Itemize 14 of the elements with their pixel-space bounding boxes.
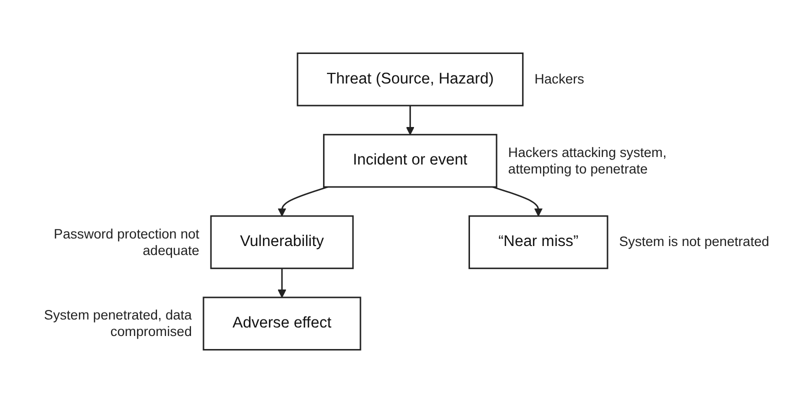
- annotation-text: Password protection not adequate: [52, 225, 200, 260]
- process-box: Vulnerability: [210, 215, 354, 270]
- process-box: “Near miss”: [468, 215, 608, 270]
- annotation-text: Hackers: [534, 70, 584, 88]
- arrow: [278, 186, 328, 216]
- annotation-text: System penetrated, data compromised: [43, 306, 192, 341]
- process-box: Adverse effect: [202, 296, 362, 350]
- annotation-text: Hackers attacking system, attempting to penetrate: [508, 144, 668, 178]
- arrow: [492, 186, 543, 216]
- arrow: [406, 106, 414, 136]
- annotation-text: System is not penetrated: [619, 234, 770, 251]
- process-box: Incident or event: [323, 134, 498, 188]
- process-box: Threat (Source, Hazard): [296, 52, 524, 106]
- arrow: [278, 268, 286, 298]
